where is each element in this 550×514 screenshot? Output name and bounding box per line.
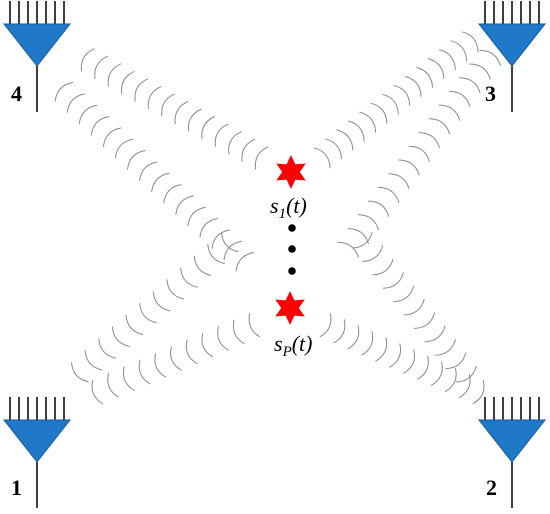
antenna-3: [477, 1, 547, 112]
wave-ray-sP-antenna-3: [337, 49, 501, 258]
antenna-label-1: 1: [11, 475, 22, 500]
ellipsis-dot-3: [288, 267, 296, 275]
wave-ray-sP-antenna-2: [319, 312, 485, 405]
ellipsis-dot-1: [288, 224, 296, 232]
antenna-label-3: 3: [485, 81, 496, 106]
star-source-icon-s1: [276, 155, 306, 189]
source-label-sP-base: s: [274, 331, 283, 356]
antenna-label-2: 2: [486, 475, 497, 500]
ellipsis-dot-2: [288, 245, 296, 253]
antenna-4: [2, 1, 72, 112]
antenna-2: [477, 397, 547, 508]
antenna-array-icon: [477, 397, 547, 508]
antenna-label-4: 4: [11, 81, 22, 106]
antenna-group: [2, 1, 547, 508]
star-source-icon-sP: [275, 291, 305, 325]
antenna-1: [2, 397, 72, 508]
wave-ray-s1-antenna-3: [313, 31, 479, 169]
wave-fronts: [54, 31, 501, 405]
wave-ray-s1-antenna-4: [80, 48, 269, 170]
wave-ray-sP-antenna-4: [54, 82, 254, 272]
antenna-array-icon: [477, 1, 547, 112]
wave-ray-sP-antenna-1: [91, 312, 261, 405]
source-label-sP-arg: (t): [292, 331, 313, 356]
source-label-s1-base: s: [270, 193, 279, 218]
wave-ray-s1-antenna-2: [351, 231, 477, 383]
source-label-s1: s1(t): [270, 193, 307, 222]
source-label-sP-sub: P: [282, 344, 292, 360]
source-label-sP: sP(t): [274, 331, 313, 360]
wave-ray-s1-antenna-1: [71, 232, 239, 383]
sources-group: [275, 155, 306, 325]
antenna-array-icon: [2, 397, 72, 508]
source-label-s1-sub: 1: [279, 206, 287, 222]
antenna-array-icon: [2, 1, 72, 112]
vertical-ellipsis-icon: [288, 224, 296, 275]
source-label-s1-arg: (t): [286, 193, 307, 218]
